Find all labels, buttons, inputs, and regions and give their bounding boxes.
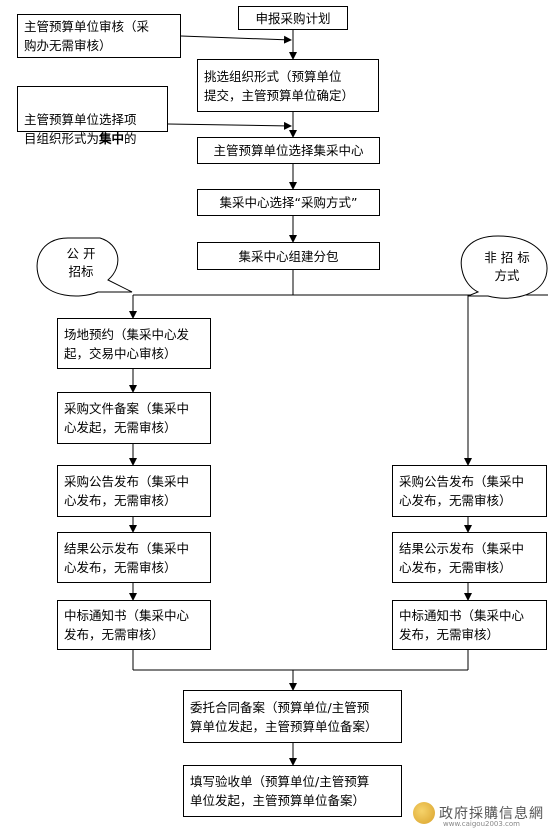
right-result-step: 结果公示发布（集采中 心发布，无需审核） bbox=[392, 532, 547, 583]
acceptance-form-step: 填写验收单（预算单位/主管预算 单位发起，主管预算单位备案） bbox=[183, 765, 402, 817]
left-result-step: 结果公示发布（集采中 心发布，无需审核） bbox=[57, 532, 211, 583]
contract-record-step: 委托合同备案（预算单位/主管预 算单位发起，主管预算单位备案） bbox=[183, 690, 402, 743]
right-notice-step: 中标通知书（集采中心 发布，无需审核） bbox=[392, 600, 547, 650]
choose-form-step: 挑选组织形式（预算单位 提交，主管预算单位确定） bbox=[197, 59, 379, 112]
arrow-audit-note bbox=[180, 35, 292, 44]
select-side-note: 主管预算单位选择项 目组织形式为集中的 bbox=[17, 86, 168, 146]
submit-plan-step: 申报采购计划 bbox=[238, 6, 348, 30]
center-package-step: 集采中心组建分包 bbox=[197, 242, 380, 270]
left-announce-step: 采购公告发布（集采中 心发布，无需审核） bbox=[57, 465, 211, 517]
bubble-right-shape bbox=[460, 235, 548, 299]
left-venue-step: 场地预约（集采中心发 起，交易中心审核） bbox=[57, 318, 211, 369]
audit-side-note: 主管预算单位审核（采 购办无需审核） bbox=[17, 14, 181, 58]
watermark-url: www.caigou2003.com bbox=[443, 820, 520, 828]
watermark: 政府採購信息網 bbox=[413, 802, 544, 824]
choose-center-step: 主管预算单位选择集采中心 bbox=[197, 137, 380, 164]
bubble-left-label: 公 开 招标 bbox=[66, 246, 96, 279]
left-file-record-step: 采购文件备案（集采中 心发起，无需审核） bbox=[57, 392, 211, 444]
watermark-text: 政府採購信息網 bbox=[439, 806, 544, 822]
center-method-step: 集采中心选择“采购方式” bbox=[197, 189, 380, 216]
bubble-left-shape bbox=[36, 237, 133, 297]
watermark-logo-icon bbox=[413, 802, 435, 824]
left-notice-step: 中标通知书（集采中心 发布，无需审核） bbox=[57, 600, 211, 650]
arrow-select-note bbox=[167, 121, 292, 130]
bubble-right-label: 非 招 标 方式 bbox=[484, 250, 530, 283]
right-announce-step: 采购公告发布（集采中 心发布，无需审核） bbox=[392, 465, 547, 517]
